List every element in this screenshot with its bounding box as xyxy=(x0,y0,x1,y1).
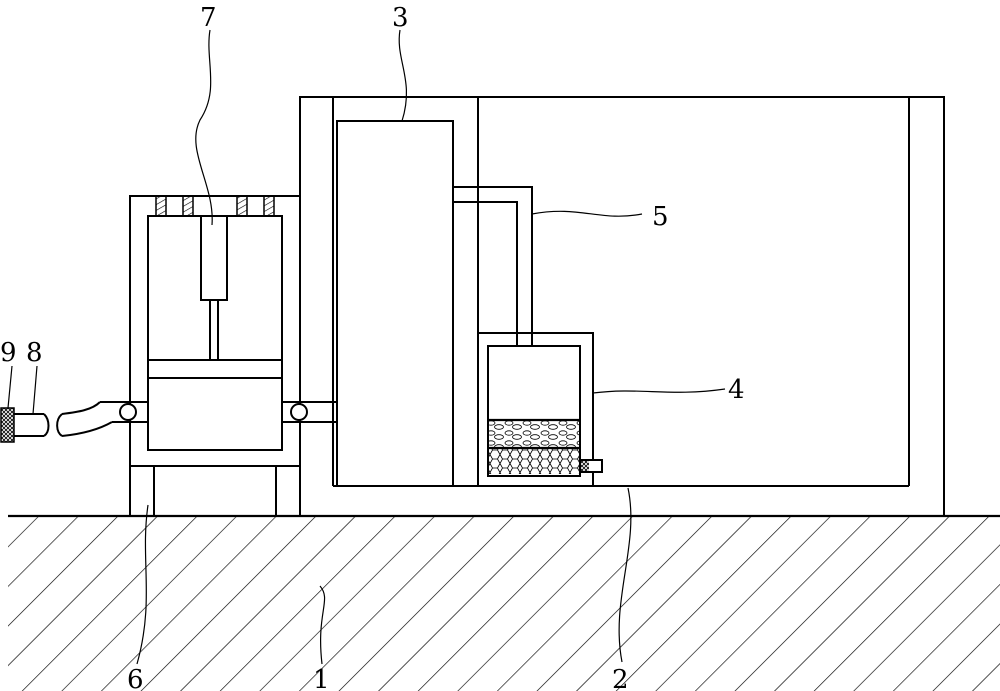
top-bolts xyxy=(155,195,275,217)
check-valves xyxy=(119,403,308,421)
hose xyxy=(14,401,113,437)
label-cylinder: 7 xyxy=(200,3,217,33)
hose-nozzle xyxy=(0,407,15,443)
label-tank: 2 xyxy=(612,665,629,691)
label-chamber: 3 xyxy=(392,3,409,33)
filter-box xyxy=(477,332,603,487)
inlet-pipe xyxy=(100,401,148,423)
cylinder-housing xyxy=(129,195,301,517)
leader-lines xyxy=(7,29,726,665)
chamber xyxy=(336,120,454,487)
connecting-pipe xyxy=(453,186,533,346)
label-ground: 1 xyxy=(313,665,330,691)
label-hose: 8 xyxy=(26,338,43,368)
outlet-pipe xyxy=(282,401,337,423)
label-filter-box: 4 xyxy=(728,375,745,405)
tank xyxy=(299,96,945,517)
label-connecting-pipe: 5 xyxy=(652,202,669,232)
cylinder xyxy=(148,215,282,379)
part-labels: 7 3 5 4 9 8 6 1 2 xyxy=(0,3,745,691)
ground xyxy=(8,514,1000,691)
support-legs xyxy=(153,466,277,516)
label-hose-nozzle: 9 xyxy=(0,338,17,368)
label-support-legs: 6 xyxy=(127,665,144,691)
